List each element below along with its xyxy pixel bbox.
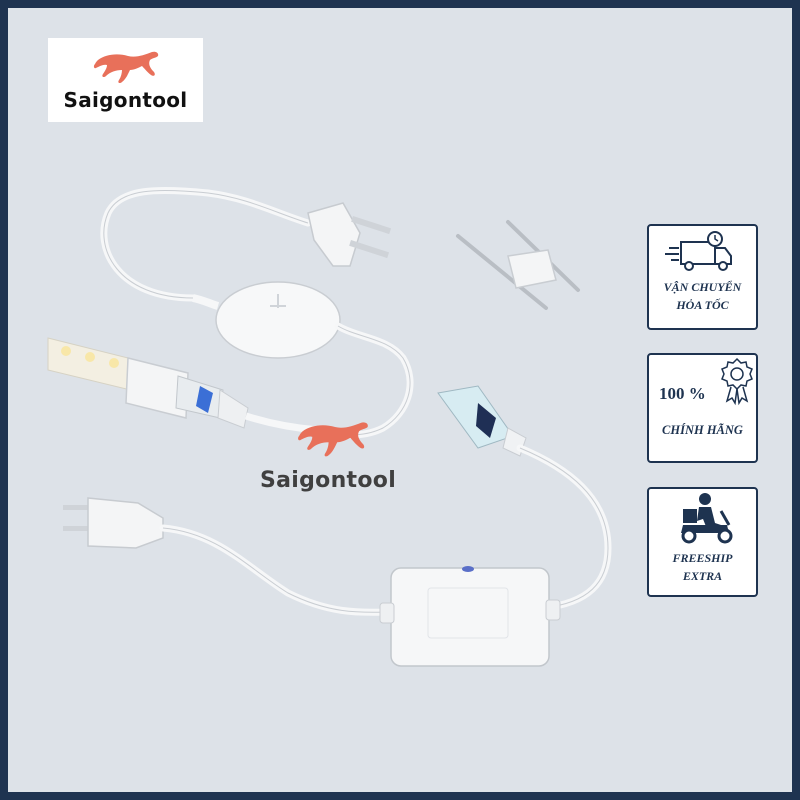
- brand-watermark: Saigontool: [260, 468, 397, 493]
- upper-plug: [307, 202, 392, 267]
- connector-pins: [456, 220, 580, 310]
- delivery-truck-clock-icon: [665, 231, 732, 271]
- badge-line: FREESHIP: [672, 551, 733, 565]
- led-strip-power-cord-kit: [47, 186, 612, 667]
- led-strip: [47, 337, 319, 434]
- leopard-watermark-icon: [298, 422, 368, 457]
- badge-line: CHÍNH HÃNG: [662, 423, 743, 437]
- award-ribbon-icon: [721, 357, 753, 406]
- delivery-scooter-icon: [681, 493, 733, 544]
- badge-genuine: 100 % CHÍNH HÃNG: [647, 353, 758, 463]
- product-image-frame: Saigontool: [8, 8, 792, 792]
- lower-connector: [437, 385, 612, 612]
- lower-controller: [379, 566, 561, 667]
- badge-freeship: FREESHIP EXTRA: [647, 487, 758, 597]
- brand-name: Saigontool: [63, 88, 188, 112]
- badge-express-shipping: VẬN CHUYỂN HỎA TỐC: [647, 224, 758, 330]
- badge-line: EXTRA: [682, 569, 723, 583]
- brand-logo: Saigontool: [48, 38, 203, 122]
- badge-percent: 100 %: [659, 384, 706, 403]
- leopard-logo-icon: [93, 51, 159, 84]
- badge-line: VẬN CHUYỂN: [663, 280, 742, 294]
- badge-line: HỎA TỐC: [676, 298, 729, 312]
- lower-plug: [63, 497, 392, 616]
